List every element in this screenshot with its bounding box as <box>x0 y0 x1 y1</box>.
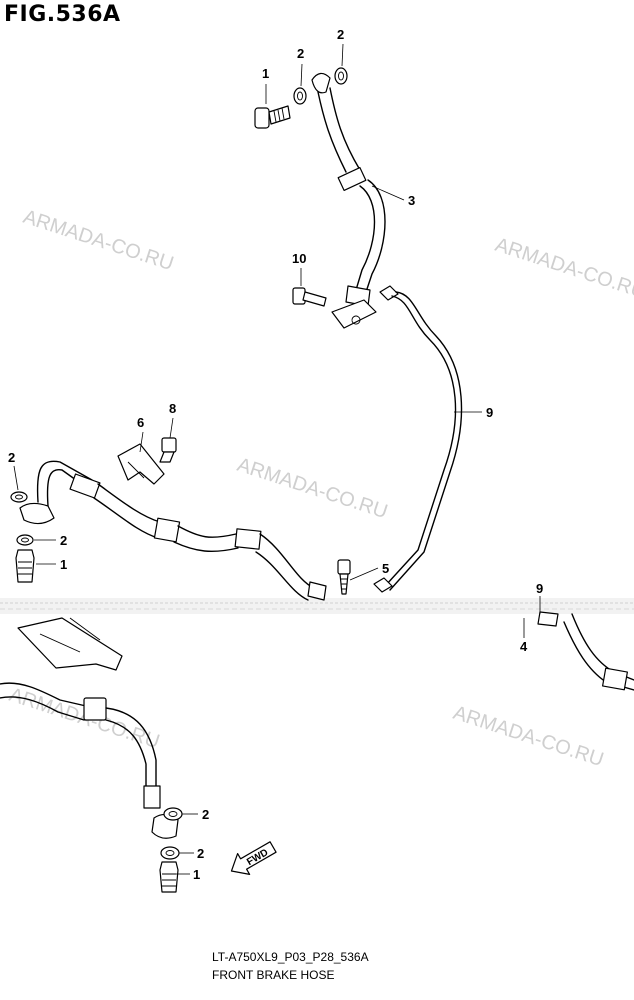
brake-hose-3 <box>311 72 386 329</box>
watermark: ARMADA-CO.RU <box>492 234 634 303</box>
brake-pipe-9 <box>373 285 463 593</box>
callout-number: 1 <box>60 557 67 572</box>
callout-number: 8 <box>169 401 176 416</box>
callout-number: 9 <box>536 581 543 596</box>
callout-number: 2 <box>8 450 15 465</box>
washer-top-right <box>334 67 348 85</box>
brake-hose-right <box>537 611 634 691</box>
scan-noise-band <box>0 598 634 614</box>
washer-left-lower <box>16 534 34 546</box>
figure-title: FIG.536A <box>4 2 121 27</box>
clamp-6 <box>117 443 165 485</box>
bolt-5 <box>337 559 351 595</box>
callout-number: 2 <box>60 533 67 548</box>
callout-number: 3 <box>408 193 415 208</box>
callout-number: 2 <box>197 846 204 861</box>
watermarks: ARMADA-CO.RU ARMADA-CO.RU ARMADA-CO.RU A… <box>6 206 634 771</box>
fwd-label: FWD <box>245 847 270 868</box>
leader-lines <box>13 43 541 875</box>
bolt-10 <box>292 287 327 307</box>
watermark: ARMADA-CO.RU <box>450 702 606 771</box>
washer-bottom-lower <box>160 846 180 860</box>
callout-number: 1 <box>262 66 269 81</box>
watermark: ARMADA-CO.RU <box>234 454 390 523</box>
washer-bottom-upper <box>163 807 183 821</box>
callout-number: 10 <box>292 251 306 266</box>
brake-hose-left <box>19 460 327 601</box>
union-bolt-left <box>15 549 35 583</box>
diagram-code: LT-A750XL9_P03_P28_536A <box>212 950 369 964</box>
callout-number: 4 <box>520 639 528 654</box>
fwd-direction-arrow: FWD <box>230 841 277 875</box>
callout-number: 5 <box>382 561 389 576</box>
washer-top-left <box>293 87 307 105</box>
washer-left-upper <box>10 491 28 503</box>
callout-labels: 1 2 2 3 10 9 6 8 2 2 1 5 9 4 2 2 1 <box>8 27 543 882</box>
bolt-8 <box>159 437 177 463</box>
union-bolt-bottom <box>159 861 179 893</box>
callout-number: 2 <box>202 807 209 822</box>
callout-number: 6 <box>137 415 144 430</box>
bracket-lower <box>17 617 123 671</box>
callout-number: 1 <box>193 867 200 882</box>
watermark: ARMADA-CO.RU <box>20 206 176 275</box>
callout-number: 2 <box>297 46 304 61</box>
callout-number: 9 <box>486 405 493 420</box>
callout-number: 2 <box>337 27 344 42</box>
diagram-name: FRONT BRAKE HOSE <box>212 968 335 982</box>
union-bolt-top <box>254 105 291 129</box>
